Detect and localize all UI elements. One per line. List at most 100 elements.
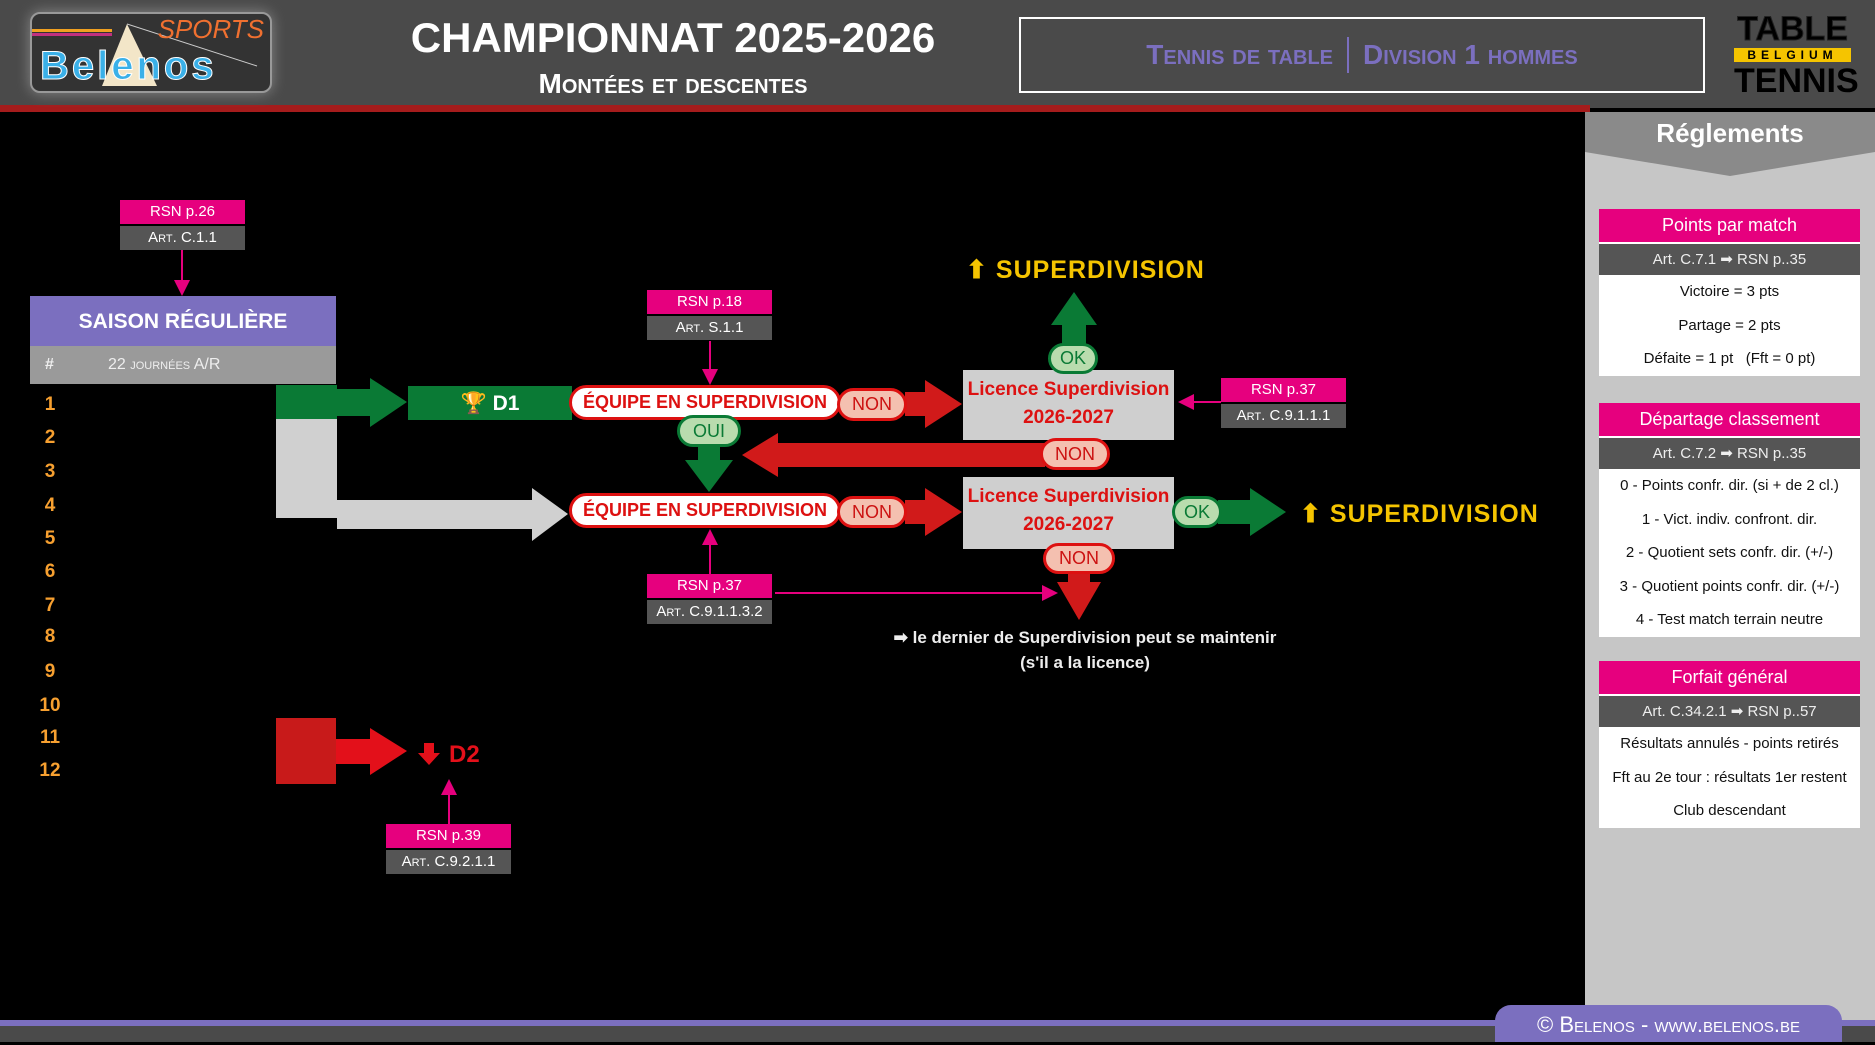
superdivision-label-top: ⬆ SUPERDIVISION	[966, 255, 1205, 285]
gray-flow-bar	[276, 419, 337, 518]
logo-text: Belenos	[40, 44, 217, 89]
separator	[1347, 37, 1350, 73]
belenos-logo: SPORTS Belenos	[30, 12, 272, 93]
superdivision-label-right: ⬆ SUPERDIVISION	[1300, 499, 1539, 529]
red-return-arrow	[742, 433, 1045, 477]
rsn-label: RSN p.37	[1221, 378, 1346, 402]
rules-line: Club descendant	[1673, 802, 1786, 819]
rules-line: Fft au 2e tour : résultats 1er restent	[1612, 768, 1847, 786]
rank: 2	[44, 427, 56, 448]
rules-box-title: Forfait général	[1599, 661, 1860, 694]
hash-label: #	[45, 356, 54, 373]
table-tennis-logo: TABLE BELGIUM TENNIS	[1734, 10, 1859, 110]
rules-line: 1 - Vict. indiv. confront. dir.	[1641, 510, 1818, 528]
rules-box-ref: Art. C.7.1 ➡ RSN p..35	[1599, 244, 1860, 275]
footer-bar	[0, 1020, 1875, 1026]
non-pill: NON	[837, 388, 907, 421]
equipe-superdivision-check-2: ÉQUIPE EN SUPERDIVISION	[569, 493, 841, 528]
d1-label: 🏆 D1	[408, 386, 572, 420]
relegation-box	[276, 718, 336, 784]
page-title: CHAMPIONNAT 2025-2026	[410, 14, 936, 61]
rules-box-departage: Départage classement Art. C.7.2 ➡ RSN p.…	[1599, 403, 1860, 637]
tt-logo-mid: BELGIUM	[1734, 48, 1851, 62]
d2-down-icon	[418, 743, 440, 765]
green-down-arrow	[685, 445, 733, 492]
d1-text: D1	[492, 392, 520, 415]
licence-label: Licence Superdivision	[967, 379, 1170, 400]
non-pill: NON	[1040, 438, 1110, 470]
note-line-1: le dernier de Superdivision peut se main…	[912, 628, 1277, 647]
page-subtitle: Montées et descentes	[538, 68, 808, 99]
green-arrow-d1	[337, 378, 407, 427]
arrow-right-icon: ➡	[893, 628, 908, 647]
d1-box	[408, 386, 572, 420]
licence-year: 2026-2027	[1023, 514, 1114, 535]
saison-header: SAISON RÉGULIÈRE	[30, 296, 336, 346]
red-arrow	[905, 380, 962, 428]
superdivision-text: SUPERDIVISION	[995, 256, 1205, 284]
art-label: Art. C.9.2.1.1	[386, 850, 511, 874]
art-label: Art. C.9.1.1.1	[1221, 404, 1346, 428]
green-flow-bar	[276, 385, 337, 419]
sport-label: Tennis de table	[1146, 39, 1334, 70]
ok-pill: OK	[1048, 343, 1098, 374]
rules-line: 3 - Quotient points confr. dir. (+/-)	[1619, 577, 1840, 595]
logo-sports: SPORTS	[157, 14, 264, 44]
licence-label: Licence Superdivision	[967, 486, 1170, 507]
rules-box-title: Départage classement	[1599, 403, 1860, 436]
tt-logo-bottom: TENNIS	[1734, 62, 1859, 100]
rules-line: Victoire = 3 pts	[1679, 283, 1780, 300]
up-arrow-icon: ⬆	[966, 256, 988, 284]
licence-year: 2026-2027	[1023, 407, 1114, 428]
non-pill: NON	[1043, 543, 1115, 574]
equipe-superdivision-check-1: ÉQUIPE EN SUPERDIVISION	[569, 385, 841, 420]
copyright[interactable]: © Belenos - www.belenos.be	[1495, 1005, 1842, 1042]
flow-arrows	[174, 250, 1286, 824]
rules-box-points: Points par match Art. C.7.1 ➡ RSN p..35 …	[1599, 209, 1860, 376]
rules-line: Résultats annulés - points retirés	[1620, 735, 1839, 752]
rules-box-ref: Art. C.7.2 ➡ RSN p..35	[1599, 438, 1860, 469]
rules-box-title: Points par match	[1599, 209, 1860, 242]
up-arrow-icon: ⬆	[1300, 500, 1322, 528]
footer-base	[0, 1026, 1875, 1042]
non-pill: NON	[837, 496, 907, 528]
rules-line: 2 - Quotient sets confr. dir. (+/-)	[1625, 544, 1834, 561]
rank: 11	[39, 727, 61, 748]
rules-line: 4 - Test match terrain neutre	[1635, 611, 1824, 628]
tt-logo-top: TABLE	[1737, 10, 1849, 49]
division-box: Tennis de table Division 1 hommes	[1019, 17, 1705, 93]
journees-label: 22 journées A/R	[108, 356, 221, 373]
header-divider	[0, 105, 1590, 112]
licence-box-1: Licence Superdivision 2026-2027	[963, 370, 1174, 440]
rank: 5	[44, 528, 56, 549]
rank: 8	[44, 626, 56, 647]
red-arrow-d2	[336, 728, 407, 775]
rules-box-ref: Art. C.34.2.1 ➡ RSN p..57	[1599, 696, 1860, 727]
rank: 1	[44, 394, 56, 415]
red-down-arrow	[1057, 572, 1101, 620]
superdivision-text: SUPERDIVISION	[1329, 500, 1539, 528]
rank: 3	[44, 461, 56, 482]
rules-line: Partage = 2 pts	[1678, 316, 1781, 334]
division-label: Division 1 hommes	[1363, 39, 1578, 70]
rsn-label: RSN p.39	[386, 824, 511, 848]
gray-arrow	[337, 488, 568, 541]
rank: 12	[39, 760, 61, 781]
note-line-2: (s'il a la licence)	[1020, 653, 1150, 672]
rules-box-forfait: Forfait général Art. C.34.2.1 ➡ RSN p..5…	[1599, 661, 1860, 828]
rank: 10	[39, 695, 61, 716]
art-label: Art. C.1.1	[120, 226, 245, 250]
oui-pill: OUI	[677, 415, 741, 447]
red-arrow	[905, 488, 962, 536]
trophy-icon: 🏆	[460, 392, 487, 415]
rules-line: 0 - Points confr. dir. (si + de 2 cl.)	[1620, 477, 1839, 494]
green-up-arrow	[1051, 292, 1097, 345]
rsn-label: RSN p.18	[647, 290, 772, 314]
rank: 7	[44, 595, 56, 616]
d2-label: D2	[449, 741, 480, 768]
rules-banner	[1585, 112, 1875, 176]
saison-subheader: # 22 journées A/R	[30, 346, 336, 384]
